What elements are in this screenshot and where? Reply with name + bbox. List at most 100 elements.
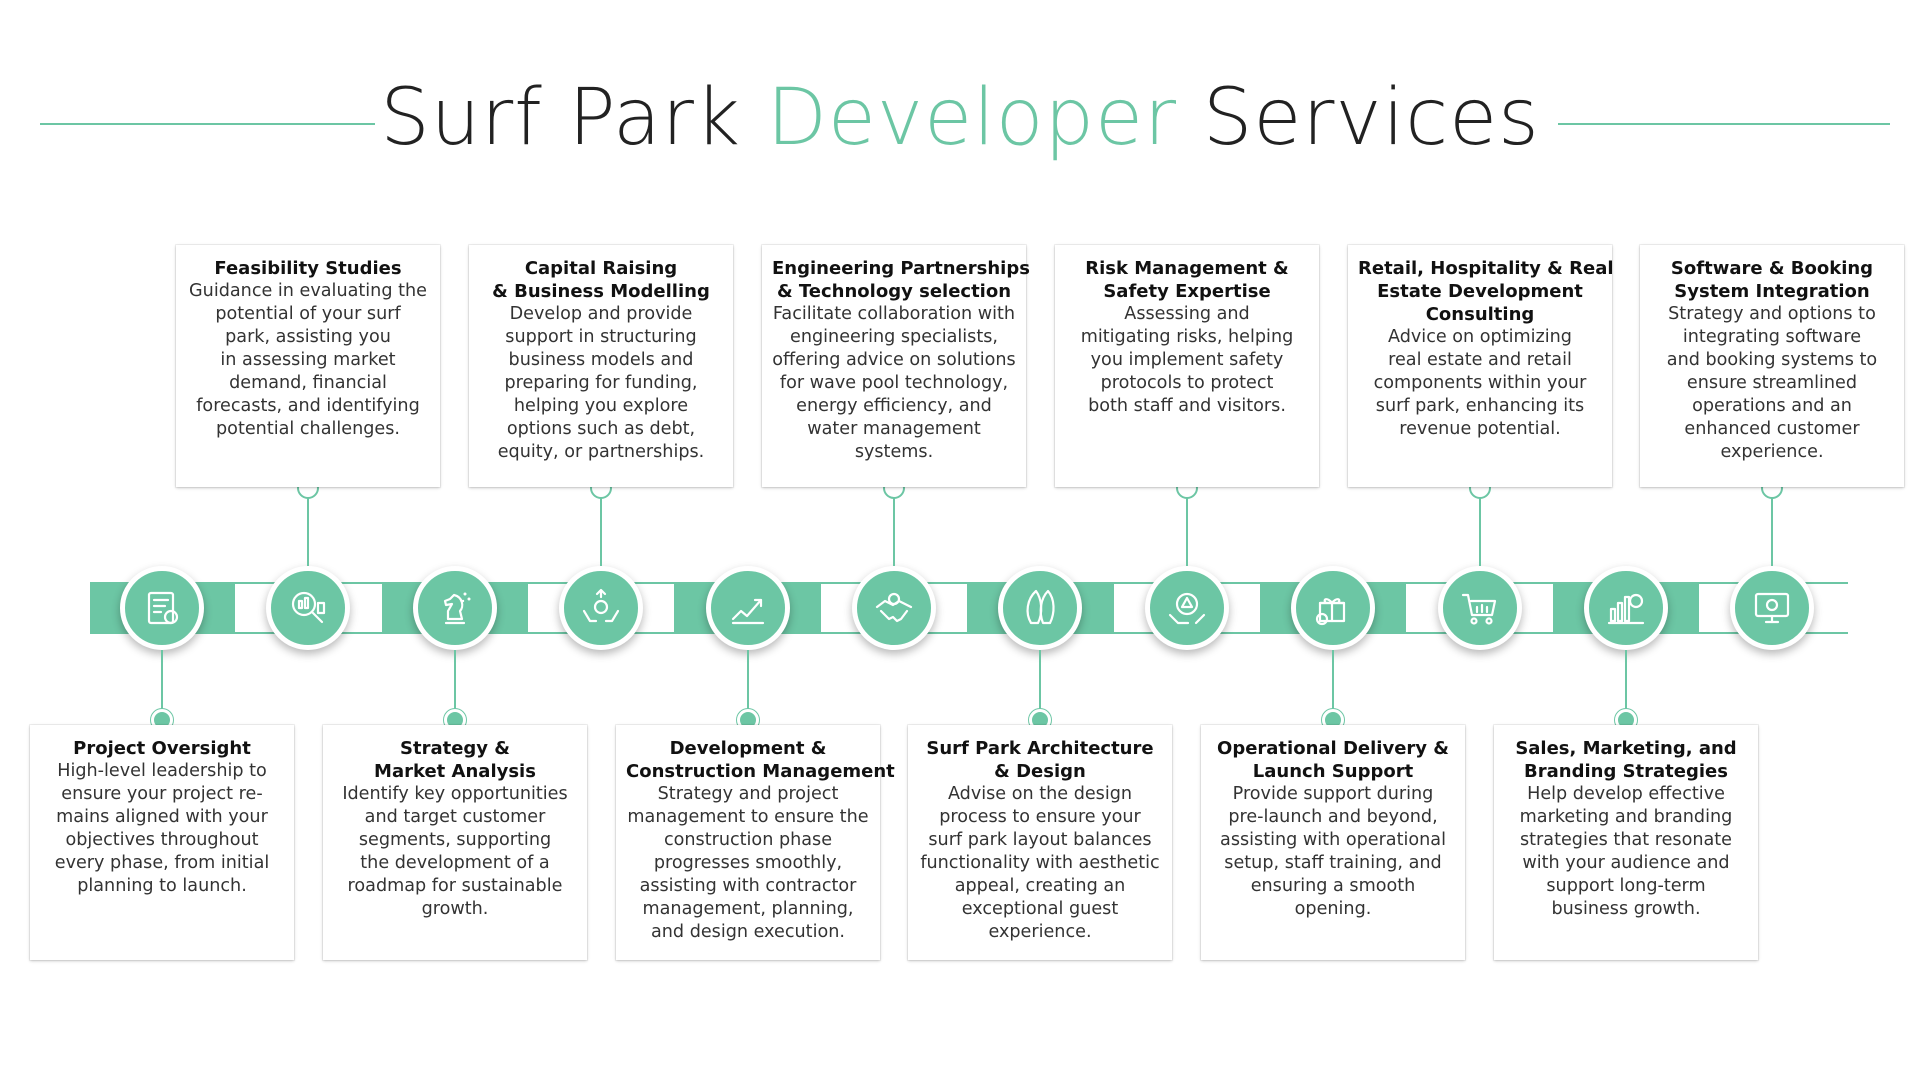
service-description-line: surf park layout balances bbox=[928, 830, 1152, 850]
service-description-line: pre-launch and beyond, bbox=[1228, 807, 1438, 827]
service-description-line: energy efficiency, and bbox=[796, 396, 992, 416]
service-description-line: Advice on optimizing bbox=[1388, 327, 1572, 347]
connector-stem bbox=[600, 497, 602, 566]
service-description-line: and design execution. bbox=[651, 922, 845, 942]
service-description-line: management, planning, bbox=[642, 899, 854, 919]
service-description-line: ensure your project re- bbox=[61, 784, 263, 804]
connector-stem bbox=[893, 497, 895, 566]
surfboards-icon bbox=[1026, 589, 1055, 625]
service-description-line: systems. bbox=[854, 442, 934, 462]
service-description-line: planning to launch. bbox=[77, 876, 247, 896]
connector-stem bbox=[1332, 650, 1334, 720]
service-description-line: experience. bbox=[988, 922, 1092, 942]
title-rule-right bbox=[1558, 123, 1890, 125]
handshake-icon bbox=[875, 592, 913, 623]
service-title-line: & Technology selection bbox=[776, 281, 1012, 302]
service-title: Development &Construction Management bbox=[626, 737, 895, 783]
service-description-line: park, assisting you bbox=[225, 327, 391, 347]
service-description-line: Help develop effective bbox=[1527, 784, 1725, 804]
service-title-line: Safety Expertise bbox=[1103, 281, 1271, 302]
service-title-line: Feasibility Studies bbox=[214, 258, 402, 279]
service-card-engineering-partnerships: Engineering Partnerships& Technology sel… bbox=[762, 245, 1030, 487]
timeline-node-surf-park-architecture bbox=[998, 566, 1082, 650]
connector-stem bbox=[454, 650, 456, 720]
service-description-line: assisting with operational bbox=[1220, 830, 1446, 850]
timeline-node-software-booking bbox=[1730, 566, 1814, 650]
connector-stem bbox=[1479, 497, 1481, 566]
connector-stem bbox=[747, 650, 749, 720]
service-description-line: both staff and visitors. bbox=[1088, 396, 1286, 416]
service-description: Advice on optimizing real estate and reta… bbox=[1358, 326, 1602, 441]
service-description-line: Guidance in evaluating the bbox=[189, 281, 427, 301]
shopping-cart-icon bbox=[1461, 593, 1497, 625]
growth-chart-icon bbox=[731, 598, 765, 625]
service-description-line: preparing for funding, bbox=[504, 373, 698, 393]
service-description-line: protocols to protect bbox=[1100, 373, 1274, 393]
service-description-line: water management bbox=[807, 419, 981, 439]
service-description-line: Strategy and options to bbox=[1668, 304, 1876, 324]
service-description-line: functionality with aesthetic bbox=[920, 853, 1160, 873]
service-description-line: ensuring a smooth bbox=[1250, 876, 1416, 896]
timeline-node-capital-raising bbox=[559, 566, 643, 650]
service-title-line: & Business Modelling bbox=[492, 281, 710, 302]
service-description-line: opening. bbox=[1294, 899, 1372, 919]
service-description-line: potential challenges. bbox=[216, 419, 400, 439]
timeline-node-project-oversight bbox=[120, 566, 204, 650]
service-description-line: mains aligned with your bbox=[56, 807, 268, 827]
service-title-line: Capital Raising bbox=[524, 258, 678, 279]
service-title-line: Estate Development bbox=[1377, 281, 1583, 302]
service-title-line: Sales, Marketing, and bbox=[1515, 738, 1737, 759]
connector-stem bbox=[307, 497, 309, 566]
service-description-line: ensure streamlined bbox=[1686, 373, 1858, 393]
service-description-line: forecasts, and identifying bbox=[196, 396, 420, 416]
service-title: Surf Park Architecture& Design bbox=[918, 737, 1162, 783]
service-description-line: equity, or partnerships. bbox=[497, 442, 705, 462]
service-title: Operational Delivery &Launch Support bbox=[1211, 737, 1455, 783]
service-description-line: construction phase bbox=[663, 830, 833, 850]
service-title: Risk Management &Safety Expertise bbox=[1065, 257, 1309, 303]
service-description-line: and target customer bbox=[364, 807, 546, 827]
document-review-icon bbox=[147, 591, 179, 625]
service-title-line: Construction Management bbox=[626, 761, 895, 782]
marketing-chart-icon bbox=[1607, 593, 1645, 625]
service-title-line: & Design bbox=[994, 761, 1086, 782]
timeline-node-operational-delivery bbox=[1291, 566, 1375, 650]
service-description-line: real estate and retail bbox=[1388, 350, 1572, 370]
service-description-line: growth. bbox=[421, 899, 489, 919]
service-description-line: Facilitate collaboration with bbox=[772, 304, 1016, 324]
timeline-node-risk-management bbox=[1145, 566, 1229, 650]
service-description-line: business models and bbox=[508, 350, 694, 370]
booking-screen-icon bbox=[1754, 592, 1790, 624]
service-description-line: roadmap for sustainable bbox=[347, 876, 563, 896]
service-description-line: exceptional guest bbox=[961, 899, 1119, 919]
service-description-line: mitigating risks, helping bbox=[1080, 327, 1294, 347]
chess-knight-icon bbox=[443, 592, 471, 625]
service-description: Guidance in evaluating the potential of y… bbox=[186, 280, 430, 441]
service-title-line: Project Oversight bbox=[73, 738, 251, 759]
hands-money-icon bbox=[582, 588, 620, 623]
service-description-line: Identify key opportunities bbox=[342, 784, 568, 804]
gift-launch-icon bbox=[1315, 598, 1346, 626]
timeline-node-engineering-partnerships bbox=[852, 566, 936, 650]
service-description-line: setup, staff training, and bbox=[1224, 853, 1442, 873]
page-title: Surf Park Developer Services bbox=[0, 72, 1920, 166]
magnifier-analysis-icon bbox=[291, 591, 326, 624]
service-description-line: process to ensure your bbox=[939, 807, 1141, 827]
service-description-line: potential of your surf bbox=[215, 304, 401, 324]
connector-stem bbox=[1039, 650, 1041, 720]
service-description-line: Develop and provide bbox=[509, 304, 693, 324]
service-title-line: Branding Strategies bbox=[1524, 761, 1728, 782]
service-description-line: support long-term bbox=[1546, 876, 1706, 896]
service-description-line: every phase, from initial bbox=[54, 853, 270, 873]
service-title-line: Consulting bbox=[1425, 304, 1535, 325]
